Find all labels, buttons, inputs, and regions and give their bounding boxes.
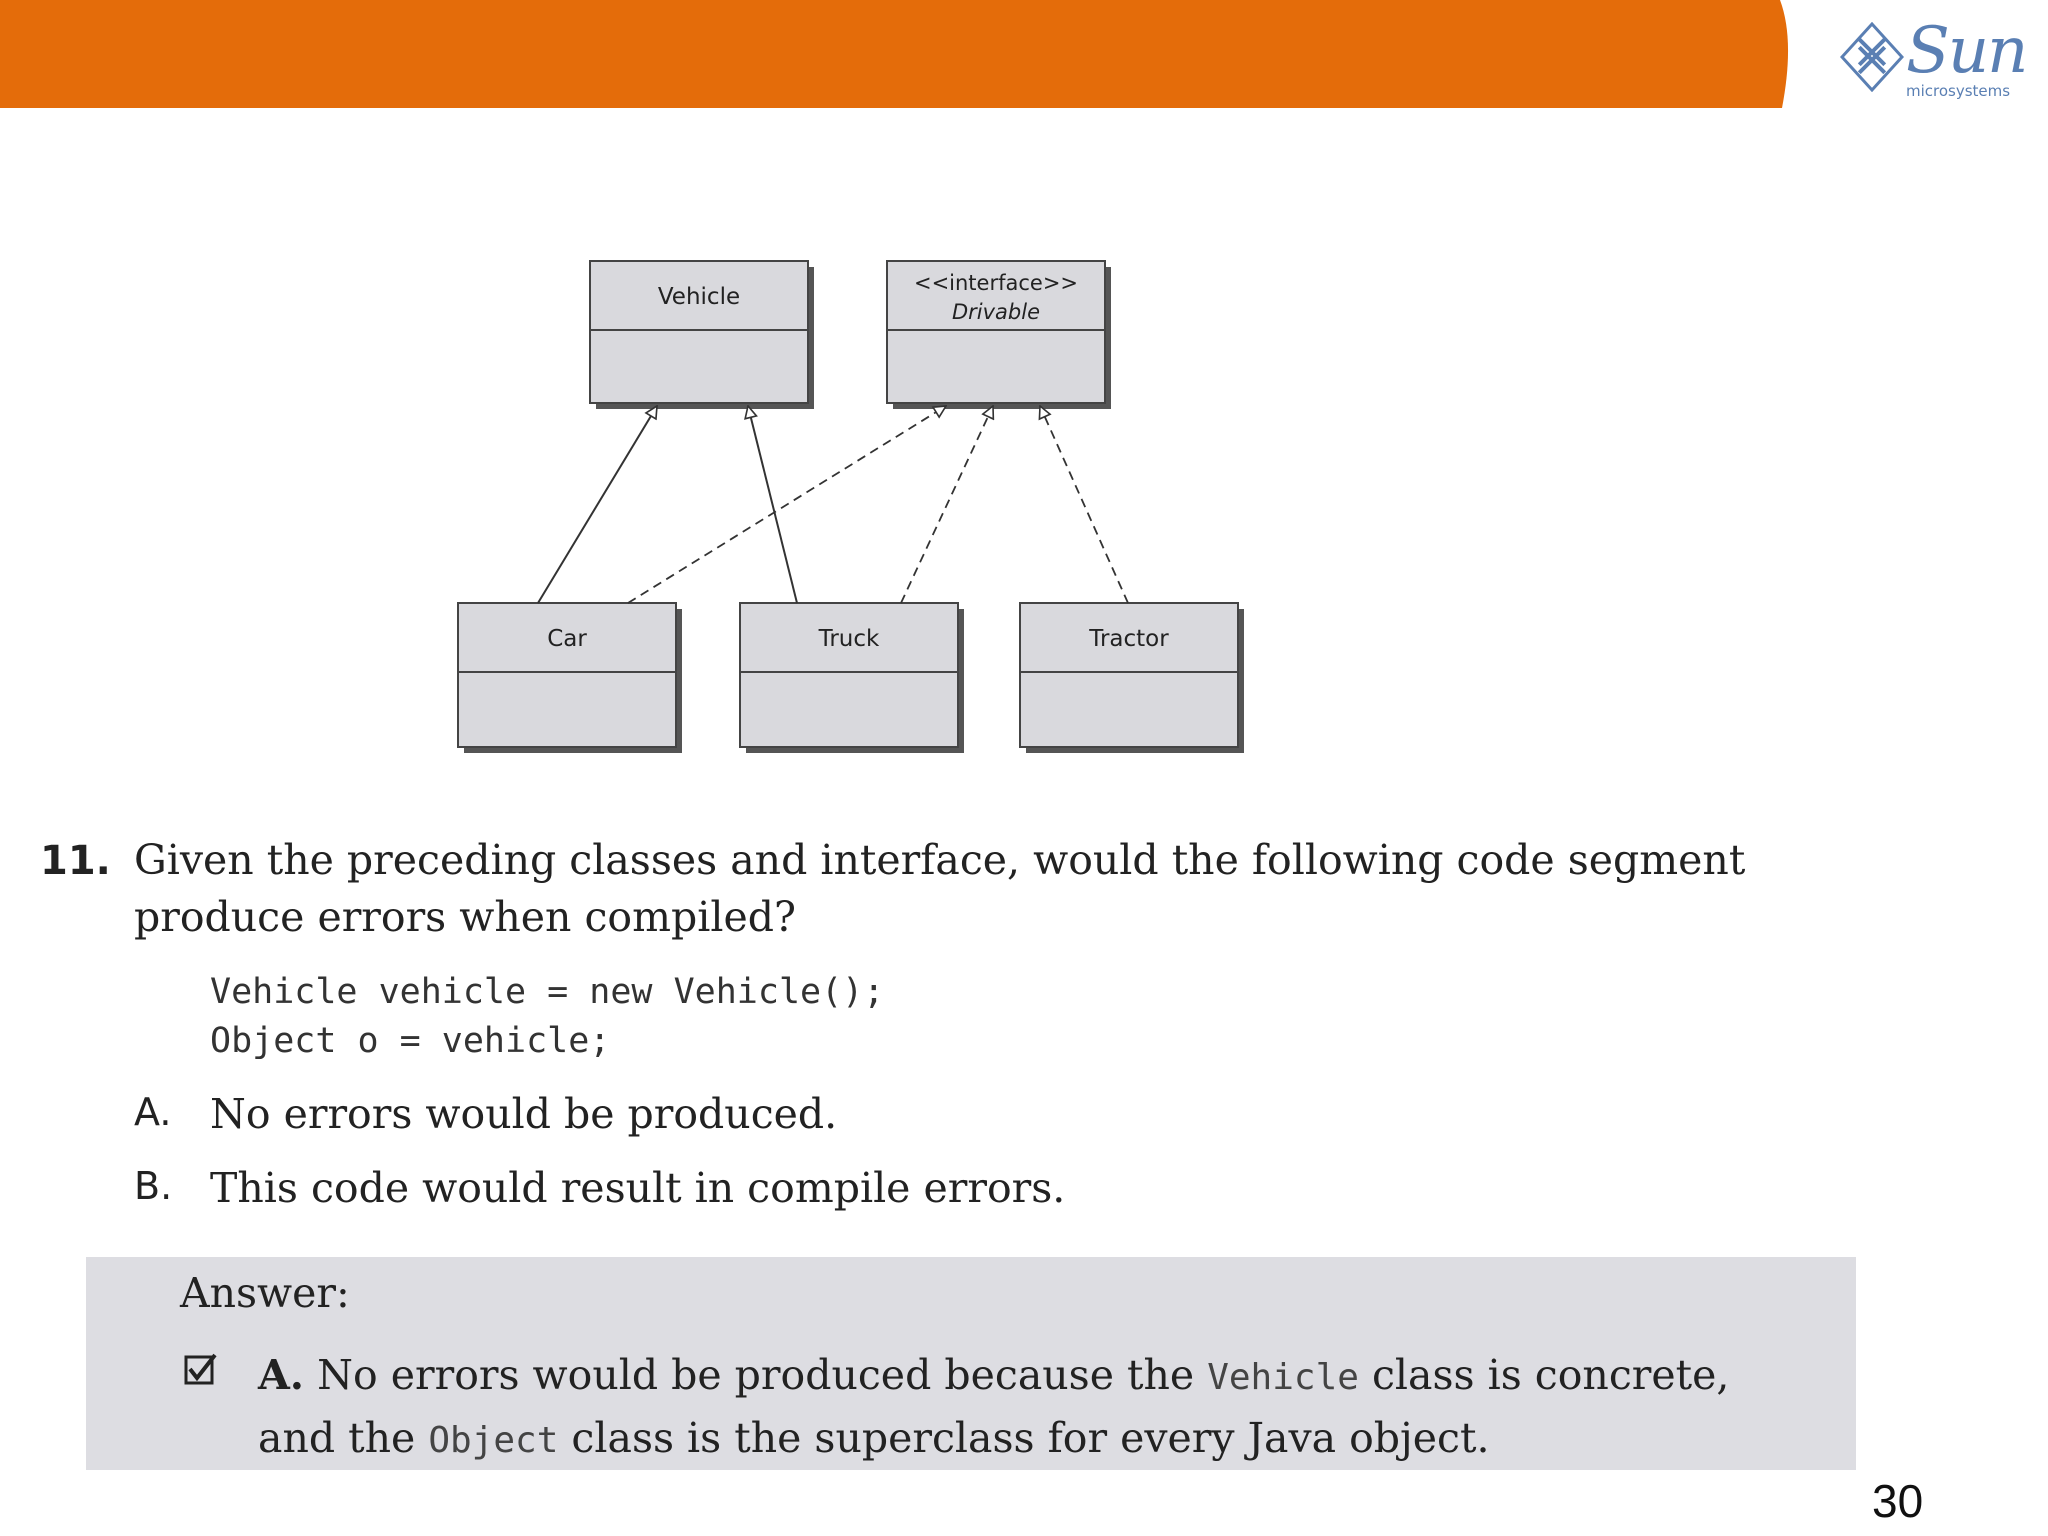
uml-class-diagram: Vehicle <<interface>> Drivable Car Truck…	[457, 260, 1244, 753]
answer-box: Answer: A. No errors would be produced b…	[86, 1257, 1856, 1470]
checked-box-icon	[184, 1353, 217, 1385]
truck-extends-vehicle-arrow	[748, 406, 798, 604]
tractor-implements-drivable-arrow	[1040, 406, 1129, 604]
answer-code-vehicle: Vehicle	[1207, 1357, 1359, 1398]
logo-subtext: microsystems	[1906, 82, 2011, 100]
page-number: 30	[1872, 1475, 1924, 1527]
sun-logo: Sun microsystems	[1840, 14, 2030, 100]
answer-label: Answer:	[180, 1269, 350, 1317]
drivable-interface-box: <<interface>> Drivable	[886, 260, 1111, 409]
truck-label: Truck	[818, 626, 880, 652]
vehicle-class-box: Vehicle	[589, 260, 814, 409]
answer-letter: A.	[258, 1351, 305, 1399]
car-extends-vehicle-arrow	[537, 406, 657, 604]
answer-explanation: A. No errors would be produced because t…	[258, 1345, 1818, 1471]
tractor-class-box: Tractor	[1019, 602, 1244, 753]
drivable-label: Drivable	[952, 300, 1040, 324]
option-a-letter: A.	[134, 1090, 172, 1134]
answer-code-object: Object	[428, 1420, 559, 1461]
truck-implements-drivable-arrow	[900, 406, 993, 604]
header-bar	[0, 0, 1789, 108]
answer-text-3: class is the superclass for every Java o…	[571, 1414, 1490, 1462]
answer-text-1: No errors would be produced because the	[317, 1351, 1195, 1399]
car-class-box: Car	[457, 602, 682, 753]
vehicle-label: Vehicle	[658, 284, 740, 310]
interface-stereotype: <<interface>>	[914, 271, 1078, 295]
question-text: Given the preceding classes and interfac…	[134, 836, 1746, 941]
option-a-text: No errors would be produced.	[210, 1090, 838, 1138]
car-implements-drivable-arrow	[627, 406, 946, 604]
answer-text-2: class is concrete, and the	[258, 1351, 1730, 1462]
car-label: Car	[547, 626, 587, 652]
code-line-1: Vehicle vehicle = new Vehicle();	[210, 972, 885, 1012]
tractor-label: Tractor	[1088, 626, 1169, 652]
truck-class-box: Truck	[739, 602, 964, 753]
option-b-text: This code would result in compile errors…	[210, 1164, 1066, 1212]
option-b-letter: B.	[134, 1164, 173, 1208]
code-line-2: Object o = vehicle;	[210, 1021, 611, 1061]
question-number: 11.	[40, 838, 111, 884]
logo-text: Sun	[1906, 14, 2028, 88]
sun-diamond-icon	[1840, 22, 1904, 92]
